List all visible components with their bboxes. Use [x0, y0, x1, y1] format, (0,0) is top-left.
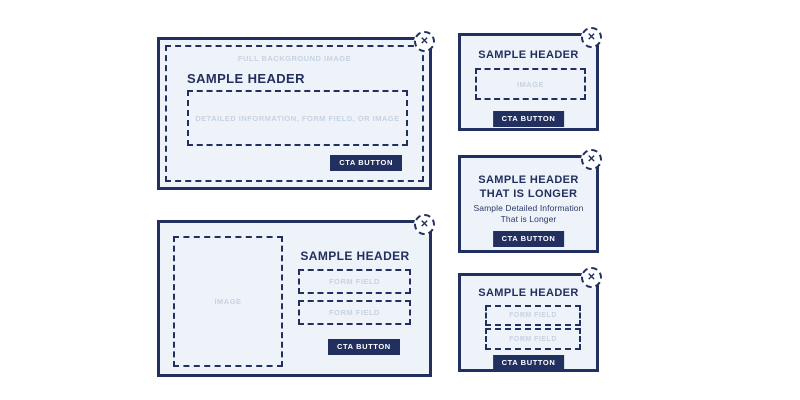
cta-button[interactable]: CTA BUTTON	[328, 339, 400, 355]
close-icon[interactable]: ✕	[581, 267, 602, 288]
x-glyph: ✕	[587, 271, 596, 283]
image-placeholder-label: IMAGE	[516, 79, 545, 89]
form-field-label: FORM FIELD	[509, 335, 557, 343]
close-icon[interactable]: ✕	[581, 149, 602, 170]
modal-image-left: IMAGE SAMPLE HEADER FORM FIELD FORM FIEL…	[157, 214, 435, 377]
modal-body-line1: Sample Detailed Information	[473, 203, 584, 213]
modal-header: SAMPLE HEADER	[478, 49, 579, 61]
modal-header: SAMPLE HEADER	[300, 249, 410, 263]
modal-header: SAMPLE HEADER	[478, 287, 579, 299]
modal-header-line1: SAMPLE HEADER	[478, 174, 579, 186]
background-image-placeholder-label: FULL BACKGROUND IMAGE	[237, 54, 352, 63]
cta-button[interactable]: CTA BUTTON	[492, 111, 565, 127]
x-glyph: ✕	[420, 218, 429, 230]
close-icon[interactable]: ✕	[581, 27, 602, 48]
modal-image-top: SAMPLE HEADER IMAGE CTA BUTTON ✕	[458, 27, 602, 131]
image-placeholder-label: IMAGE	[214, 297, 242, 306]
form-field[interactable]: FORM FIELD	[298, 300, 411, 325]
x-glyph: ✕	[420, 35, 429, 47]
form-field[interactable]: FORM FIELD	[485, 328, 581, 350]
form-field-label: FORM FIELD	[329, 308, 380, 317]
cta-button[interactable]: CTA BUTTON	[330, 155, 402, 171]
modal-body-text: Sample Detailed Information That is Long…	[461, 203, 596, 224]
image-placeholder-box: IMAGE	[475, 68, 586, 100]
form-field-label: FORM FIELD	[329, 277, 380, 286]
cta-button[interactable]: CTA BUTTON	[492, 231, 565, 247]
modal-header: SAMPLE HEADER	[187, 71, 305, 86]
close-icon[interactable]: ✕	[414, 214, 435, 235]
modal-header-line2: THAT IS LONGER	[479, 187, 578, 200]
modal-full-background: FULL BACKGROUND IMAGE SAMPLE HEADER DETA…	[157, 31, 435, 190]
content-placeholder-box: DETAILED INFORMATION, FORM FIELD, OR IMA…	[187, 90, 408, 146]
modal-body-line2: That is Longer	[500, 213, 557, 224]
form-field[interactable]: FORM FIELD	[298, 269, 411, 294]
x-glyph: ✕	[587, 31, 596, 43]
cta-button[interactable]: CTA BUTTON	[492, 355, 565, 371]
x-glyph: ✕	[587, 153, 596, 165]
form-field-label: FORM FIELD	[509, 312, 557, 319]
modal-form-fields: SAMPLE HEADER FORM FIELD FORM FIELD CTA …	[458, 267, 602, 372]
image-placeholder-box: IMAGE	[173, 236, 283, 367]
content-placeholder-label: DETAILED INFORMATION, FORM FIELD, OR IMA…	[195, 113, 400, 123]
close-icon[interactable]: ✕	[414, 31, 435, 52]
form-field[interactable]: FORM FIELD	[485, 305, 581, 326]
